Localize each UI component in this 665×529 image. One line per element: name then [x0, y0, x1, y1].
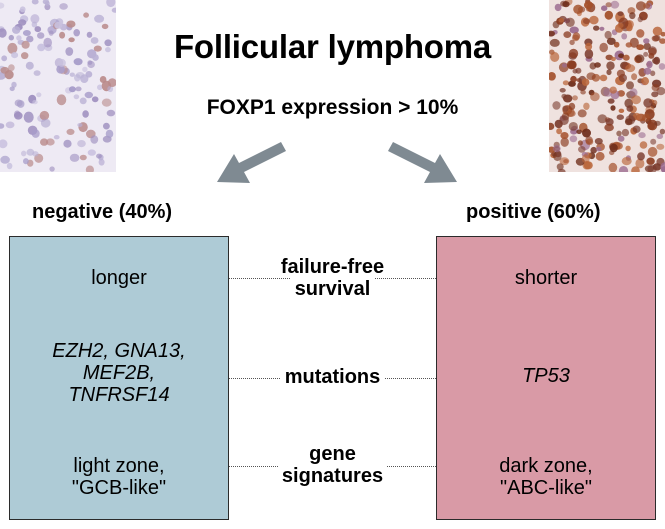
negative-panel: longer EZH2, GNA13, MEF2B, TNFRSF14 ligh…	[9, 236, 229, 520]
negative-mutation-line: MEF2B,	[82, 362, 156, 384]
foxp1-positive-micrograph	[549, 0, 665, 172]
row-label-line: survival	[290, 278, 375, 300]
negative-mutation-line: EZH2, GNA13,	[52, 340, 186, 362]
positive-panel: shorter TP53 dark zone, "ABC-like"	[436, 236, 656, 520]
row-label-mutations: mutations	[229, 366, 436, 388]
positive-signature-line: dark zone,	[499, 455, 593, 477]
row-label-line: failure-free	[276, 256, 389, 278]
negative-signature-line: "GCB-like"	[71, 477, 167, 499]
foxp1-negative-micrograph	[0, 0, 116, 172]
row-label-line: gene	[305, 443, 360, 465]
diagram-title: Follicular lymphoma	[173, 28, 492, 65]
negative-mutation-line: TNFRSF14	[68, 384, 170, 406]
row-label-line: signatures	[277, 465, 388, 487]
row-label-line: mutations	[280, 366, 385, 388]
row-label-survival: failure-free survival	[229, 256, 436, 300]
positive-mutation-line: TP53	[522, 365, 570, 387]
negative-group-label: negative (40%)	[32, 201, 173, 223]
arrow-right	[388, 142, 457, 183]
diagram-subtitle: FOXP1 expression > 10%	[206, 96, 459, 119]
arrow-left	[217, 142, 286, 183]
positive-signatures: dark zone, "ABC-like"	[437, 455, 655, 499]
positive-group-label: positive (60%)	[466, 201, 601, 223]
negative-signature-line: light zone,	[73, 455, 165, 477]
negative-signatures: light zone, "GCB-like"	[10, 455, 228, 499]
negative-mutations: EZH2, GNA13, MEF2B, TNFRSF14	[10, 340, 228, 406]
branch-arrows	[217, 142, 457, 183]
negative-survival: longer	[91, 267, 147, 289]
row-label-signatures: gene signatures	[229, 443, 436, 487]
positive-mutations: TP53	[437, 365, 655, 387]
positive-signature-line: "ABC-like"	[500, 477, 592, 499]
positive-survival: shorter	[514, 267, 578, 289]
